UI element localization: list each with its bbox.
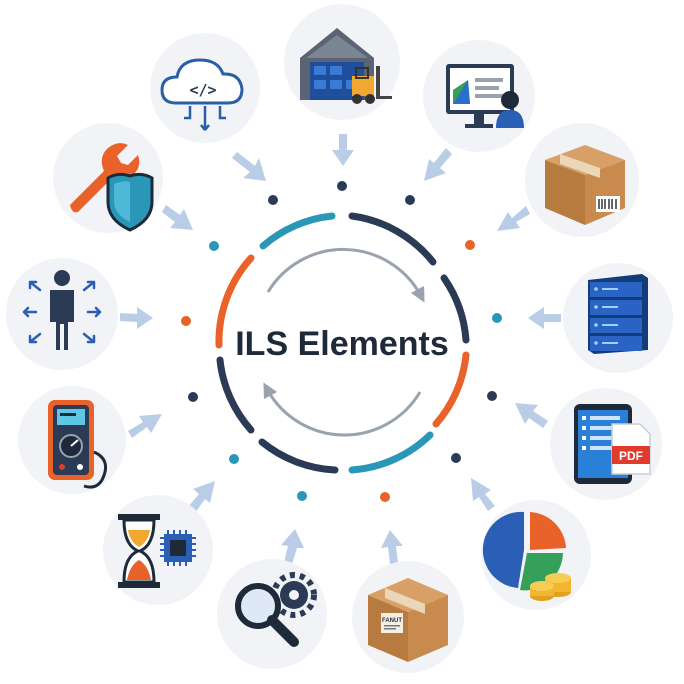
connector-arrow	[128, 414, 162, 438]
connector-arrow	[332, 134, 354, 166]
connector-arrow	[281, 529, 304, 564]
warehouse-forklift-icon	[300, 28, 392, 104]
element-node-time[interactable]	[103, 495, 213, 605]
ring-dot	[405, 195, 415, 205]
hourglass-chip-icon	[118, 514, 196, 588]
ring-dot	[181, 316, 191, 326]
ring-dot	[209, 241, 219, 251]
server-rack-icon	[588, 274, 648, 354]
pdf-badge-text: PDF	[619, 449, 643, 463]
ring-dot	[451, 453, 461, 463]
ring-segment	[216, 356, 255, 434]
element-node-bg	[103, 495, 213, 605]
box-label-icon: FANUT	[368, 578, 448, 662]
ring-dot	[188, 392, 198, 402]
element-node-warehouse[interactable]	[284, 4, 400, 120]
connector-arrow	[471, 478, 495, 511]
box-label-text: FANUT	[382, 618, 402, 624]
element-node-server[interactable]	[563, 263, 673, 373]
connector-arrow	[424, 148, 452, 181]
connector-arrow	[120, 307, 153, 329]
connector-arrow	[528, 307, 561, 329]
ring-dot	[380, 492, 390, 502]
ring-segment	[258, 438, 339, 474]
connector-arrows	[120, 134, 561, 564]
package-box-icon	[545, 145, 625, 225]
element-node-package[interactable]	[525, 123, 639, 237]
connector-arrow	[188, 481, 215, 513]
ring-segment	[215, 254, 255, 349]
computer-training-icon	[446, 64, 524, 128]
connector-arrow	[515, 403, 548, 428]
connector-arrow	[162, 205, 193, 230]
multimeter-icon	[48, 400, 108, 489]
element-node-tablet[interactable]: PDF	[550, 388, 662, 500]
element-node-computer[interactable]	[423, 40, 535, 152]
inner-arrow-bottom	[263, 382, 422, 437]
ring-segment	[432, 351, 470, 428]
ring-dot	[487, 391, 497, 401]
element-node-analysis[interactable]	[217, 559, 327, 669]
person-arrows-icon	[22, 270, 102, 350]
ring-segment	[348, 212, 437, 266]
wrench-shield-icon	[70, 143, 154, 232]
inner-arrow-top	[266, 247, 425, 303]
element-node-cloud[interactable]: </>	[150, 33, 260, 143]
element-node-box[interactable]: FANUT	[352, 561, 464, 673]
connector-arrow	[381, 530, 403, 564]
ring-dot	[465, 240, 475, 250]
cloud-code-icon: </>	[160, 58, 244, 131]
ring-dot	[229, 454, 239, 464]
connector-arrow	[497, 206, 530, 231]
ring-dot	[297, 491, 307, 501]
ring-dot	[337, 181, 347, 191]
connector-arrow	[232, 152, 266, 181]
ring-segment	[440, 274, 470, 344]
ring-dots	[181, 181, 502, 502]
pie-chart-coins-icon	[482, 511, 571, 601]
ring-dot	[492, 313, 502, 323]
element-node-test[interactable]	[18, 386, 126, 494]
ring-segment	[259, 212, 336, 250]
magnifier-gear-icon	[235, 572, 317, 647]
svg-text:</>: </>	[189, 81, 216, 99]
element-node-finance[interactable]	[481, 500, 591, 610]
central-ring	[215, 212, 470, 474]
ring-dot	[268, 195, 278, 205]
element-node-maintenance[interactable]	[53, 123, 163, 233]
element-node-personnel[interactable]	[6, 258, 118, 370]
tablet-pdf-icon: PDF	[574, 404, 651, 484]
ring-segment	[348, 431, 434, 474]
inner-cycle-arrows	[263, 247, 425, 437]
center-title: ILS Elements	[235, 325, 449, 363]
